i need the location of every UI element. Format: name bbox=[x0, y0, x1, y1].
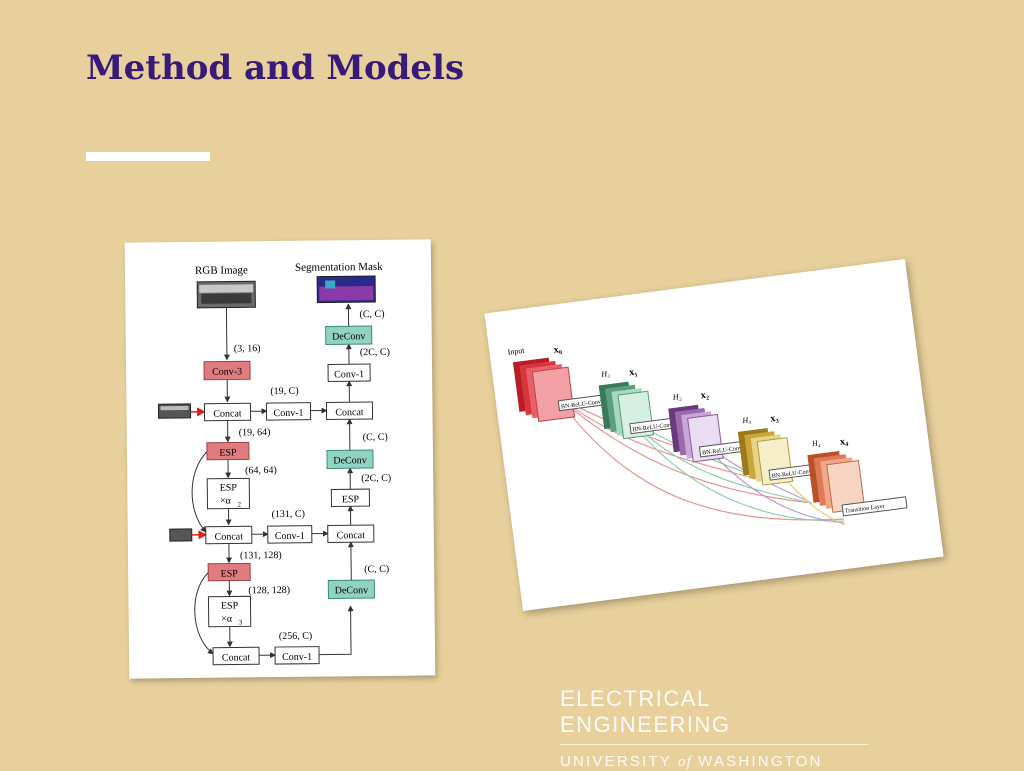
dim-19-C: (19, C) bbox=[270, 386, 298, 397]
dim-128-128: (128, 128) bbox=[248, 585, 290, 596]
concat-label-1: Concat bbox=[213, 408, 242, 419]
dim-131-C: (131, C) bbox=[272, 509, 305, 520]
deconv-label-1: DeConv bbox=[332, 331, 365, 342]
dim-3-16: (3, 16) bbox=[234, 343, 261, 354]
dense-block-svg: Input x₀ BN-ReLU-Conv H₁ x₁ BN-ReLU-Conv… bbox=[484, 259, 943, 611]
conv1-label-2: Conv-1 bbox=[275, 531, 305, 542]
alpha3-subscript: 3 bbox=[239, 618, 243, 626]
conv3-label: Conv-3 bbox=[212, 366, 242, 377]
input-image-1 bbox=[158, 404, 190, 418]
conv1-label-1: Conv-1 bbox=[273, 408, 303, 419]
espnet-diagram-svg: RGB Image Segmentation Mask (3, 16) Conv… bbox=[125, 239, 436, 678]
slide-title: Method and Models bbox=[86, 48, 464, 88]
h2-label: H₂ bbox=[671, 392, 682, 402]
logo-line-ee: ELECTRICAL ENGINEERING bbox=[560, 686, 870, 738]
logo-divider bbox=[560, 744, 868, 745]
h4-label: H₄ bbox=[810, 438, 821, 448]
logo-university: UNIVERSITY bbox=[560, 753, 672, 770]
dim-64-64: (64, 64) bbox=[245, 465, 277, 476]
segmentation-mask-thumbnail bbox=[317, 276, 375, 303]
conv1-label-right: Conv-1 bbox=[334, 369, 364, 380]
rgb-image-label: RGB Image bbox=[195, 264, 248, 277]
x2-label: x₂ bbox=[700, 389, 709, 401]
x1-label: x₁ bbox=[629, 366, 638, 378]
alpha3-label: ×α bbox=[221, 614, 233, 625]
input-feature-stack: Input x₀ bbox=[507, 340, 574, 424]
h1-label: H₁ bbox=[600, 369, 611, 379]
input-label: Input bbox=[507, 346, 526, 357]
uw-ee-logo: ELECTRICAL ENGINEERING UNIVERSITY of WAS… bbox=[560, 686, 870, 771]
esp-alpha3-label: ESP bbox=[221, 600, 239, 611]
dim-19-64: (19, 64) bbox=[239, 427, 271, 438]
concat-label-2: Concat bbox=[215, 531, 244, 542]
logo-line-uw: UNIVERSITY of WASHINGTON bbox=[560, 753, 870, 771]
alpha2-label: ×α bbox=[220, 496, 232, 507]
espnet-architecture-figure: RGB Image Segmentation Mask (3, 16) Conv… bbox=[125, 239, 436, 678]
dim-256-C: (256, C) bbox=[279, 631, 312, 642]
concat-label-3: Concat bbox=[222, 652, 251, 663]
deconv-label-2: DeConv bbox=[333, 455, 366, 466]
dim-C-C-top: (C, C) bbox=[359, 309, 384, 320]
concat-label-right-2: Concat bbox=[337, 530, 366, 541]
esp-label-1: ESP bbox=[219, 447, 237, 458]
dim-131-128: (131, 128) bbox=[240, 550, 282, 561]
title-underline bbox=[86, 152, 210, 161]
dim-C-C-mid: (C, C) bbox=[363, 432, 388, 443]
dense-block-figure: Input x₀ BN-ReLU-Conv H₁ x₁ BN-ReLU-Conv… bbox=[484, 259, 943, 611]
dim-2C-C-mid: (2C, C) bbox=[361, 473, 391, 484]
rgb-image-thumbnail bbox=[197, 281, 255, 308]
dim-C-C-low: (C, C) bbox=[364, 564, 389, 575]
logo-washington: WASHINGTON bbox=[698, 753, 823, 770]
input-image-2 bbox=[170, 529, 192, 541]
conv1-label-3: Conv-1 bbox=[282, 652, 312, 663]
esp-label-right: ESP bbox=[342, 494, 360, 505]
x4-label: x₄ bbox=[839, 436, 848, 448]
esp-label-2: ESP bbox=[221, 568, 239, 579]
segmentation-mask-label: Segmentation Mask bbox=[295, 261, 383, 274]
deconv-label-3: DeConv bbox=[335, 585, 368, 596]
dim-2C-C-top: (2C, C) bbox=[360, 347, 390, 358]
x0-label: x₀ bbox=[553, 344, 562, 356]
h3-label: H₃ bbox=[741, 415, 752, 425]
esp-alpha2-label: ESP bbox=[220, 482, 238, 493]
x3-label: x₃ bbox=[770, 413, 779, 425]
concat-label-right-1: Concat bbox=[335, 407, 364, 418]
alpha2-subscript: 2 bbox=[237, 500, 241, 508]
